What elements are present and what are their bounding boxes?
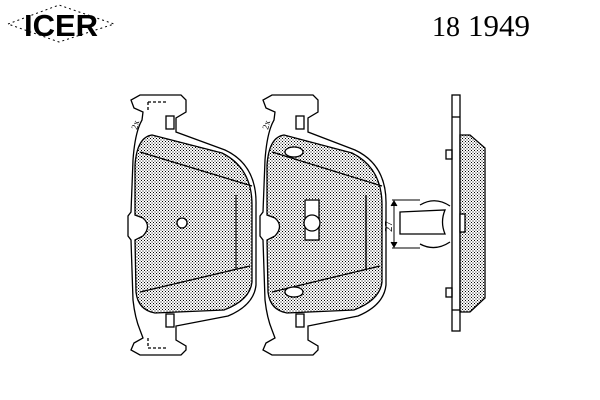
friction-material-side (459, 134, 486, 313)
backing-plate-side (451, 94, 461, 332)
brand-name: ICER (24, 8, 98, 43)
part-number-value: 1949 (468, 8, 530, 43)
friction-material (134, 134, 253, 314)
clip (295, 313, 305, 328)
spring-clip (399, 209, 446, 235)
clip (295, 115, 305, 130)
qty-label-left: 2x (129, 119, 141, 131)
pad-side-view (390, 94, 486, 332)
pad-rear-view (259, 94, 387, 356)
icer-logo: ICER (6, 4, 116, 43)
clip (165, 313, 175, 328)
part-number: 18 1949 (432, 8, 530, 44)
qty-label-middle: 2x (260, 119, 272, 131)
part-number-prefix: 18 (432, 12, 460, 43)
clip (165, 115, 175, 130)
pad-front-view-left (127, 94, 257, 356)
dimension-label: 27 (383, 221, 395, 233)
friction-material (266, 134, 383, 314)
